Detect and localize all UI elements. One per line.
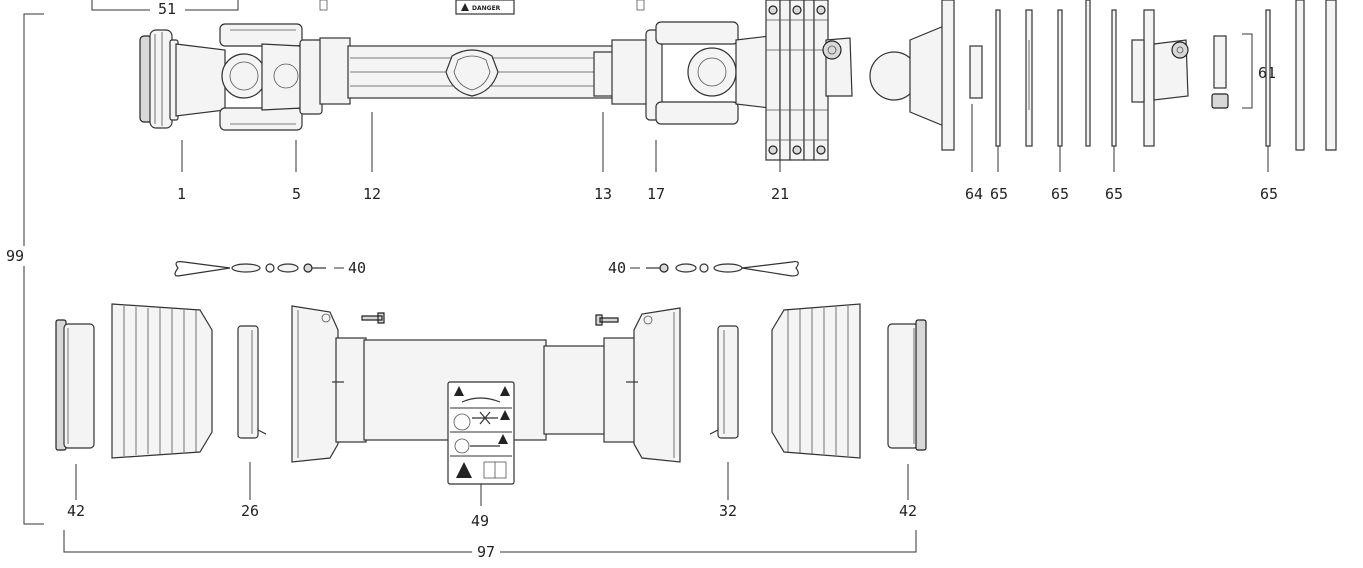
bracket-51: 51: [91, 0, 239, 18]
outer-plate-1: [1295, 0, 1305, 151]
label-40-left: 40: [348, 259, 366, 277]
bracket-97: 97: [63, 530, 917, 561]
label-49: 49: [471, 512, 489, 530]
part-42-end-cap-left: [55, 319, 95, 451]
part-40-safety-chain-right: 40: [608, 259, 799, 277]
label-42-right: 42: [899, 502, 917, 520]
label-21: 21: [771, 185, 789, 203]
part-21-friction-clutch: [765, 0, 853, 161]
label-97: 97: [477, 543, 495, 561]
outer-plate-2: [1325, 0, 1337, 151]
label-65-1: 65: [990, 185, 1008, 203]
guard-screw-left: [361, 312, 385, 324]
label-65-4: 65: [1260, 185, 1278, 203]
part-49-warning-decal: 49: [447, 381, 515, 530]
bracket-99: 99: [6, 13, 44, 525]
friction-plate: [1025, 9, 1033, 147]
label-5: 5: [292, 185, 301, 203]
guard-screw-right: [595, 314, 619, 326]
bottom-assembly: 40 40: [55, 259, 927, 530]
part-65-disc-4: [1265, 9, 1271, 147]
part-32-bearing-ring: [709, 325, 739, 439]
plate-thin: [1085, 0, 1091, 147]
part-40-safety-chain-left: 40: [174, 259, 366, 277]
label-32: 32: [719, 502, 737, 520]
label-65-3: 65: [1105, 185, 1123, 203]
label-65-2: 65: [1051, 185, 1069, 203]
guard-bellows-left: [111, 303, 213, 459]
part-61-bolt-and-nut: 61: [1211, 33, 1276, 109]
label-99: 99: [6, 247, 24, 265]
guard-tube-inner: [543, 345, 609, 435]
clutch-hub: [1131, 9, 1189, 147]
top-assembly: 51 DANGER: [91, 0, 1337, 203]
guard-cone-right: [603, 307, 681, 463]
danger-decal: DANGER: [455, 0, 515, 15]
part-26-bearing-ring: [237, 325, 267, 439]
label-26: 26: [241, 502, 259, 520]
top-piece-right: [636, 0, 645, 11]
label-64: 64: [965, 185, 983, 203]
label-17: 17: [647, 185, 665, 203]
part-13-inner-tube: [593, 39, 649, 105]
part-65-disc-2: [1057, 9, 1063, 147]
part-1-end-ring: [139, 29, 179, 129]
guard-bellows-right: [771, 303, 861, 459]
top-piece-left: [319, 0, 328, 11]
part-5-universal-joint: [175, 23, 323, 131]
clutch-yoke: [869, 0, 955, 151]
guard-cone-left: [291, 305, 367, 463]
part-42-end-cap-right: [887, 319, 927, 451]
part-17-universal-joint: [645, 21, 771, 125]
part-64-spacer: [969, 45, 983, 99]
part-12-outer-tube: [319, 37, 615, 105]
label-1: 1: [177, 185, 186, 203]
label-51: 51: [158, 0, 176, 18]
label-40-right: 40: [608, 259, 626, 277]
label-12: 12: [363, 185, 381, 203]
decal-danger-text: DANGER: [472, 5, 501, 12]
part-65-disc-1: [995, 9, 1001, 147]
label-13: 13: [594, 185, 612, 203]
label-42-left: 42: [67, 502, 85, 520]
part-65-disc-3: [1111, 9, 1117, 147]
